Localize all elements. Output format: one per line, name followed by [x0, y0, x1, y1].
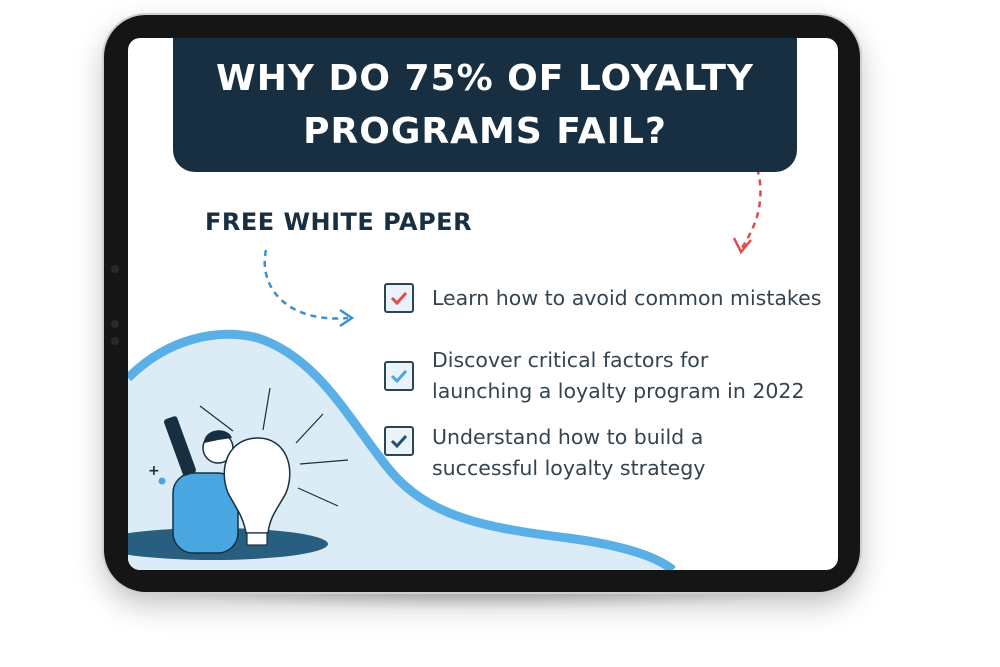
telescope: [164, 416, 196, 476]
tablet-screen: + WHY DO 75% OF LOYALTY PROGRAMS FAIL? F…: [128, 38, 838, 570]
svg-text:+: +: [148, 463, 160, 479]
checkbox: [384, 361, 414, 391]
checklist-item: Discover critical factors for launching a…: [384, 345, 805, 407]
headline-banner: WHY DO 75% OF LOYALTY PROGRAMS FAIL?: [173, 38, 797, 172]
wave-line: [128, 329, 676, 570]
subtitle: FREE WHITE PAPER: [205, 208, 473, 236]
tablet-device: + WHY DO 75% OF LOYALTY PROGRAMS FAIL? F…: [104, 15, 860, 592]
camera-dot: [111, 265, 119, 273]
sensor-dot: [111, 337, 119, 345]
checklist-item: Learn how to avoid common mistakes: [384, 283, 821, 314]
checklist-item: Understand how to build a successful loya…: [384, 422, 705, 484]
checklist-text: Discover critical factors for: [432, 348, 709, 372]
light-rays: [199, 387, 349, 507]
checkmark-icon: [390, 291, 408, 305]
checklist-text: launching a loyalty program in 2022: [432, 379, 805, 403]
red-arrowhead-icon: [732, 237, 752, 255]
sensor-dot: [111, 320, 119, 328]
checkmark-icon: [390, 434, 408, 448]
checkmark-icon: [390, 369, 408, 383]
blue-arrowhead-icon: [339, 308, 355, 328]
headline-line-2: PROGRAMS FAIL?: [303, 111, 667, 152]
checklist-text: Understand how to build a: [432, 425, 704, 449]
checkbox: [384, 283, 414, 313]
checklist-text: successful loyalty strategy: [432, 456, 706, 480]
headline-line-1: WHY DO 75% OF LOYALTY: [216, 58, 754, 99]
blue-dashed-arrow: [263, 249, 349, 320]
checklist-text: Learn how to avoid common mistakes: [432, 286, 822, 310]
illustration: +: [128, 124, 762, 570]
person-body: [172, 472, 239, 554]
checkbox: [384, 426, 414, 456]
